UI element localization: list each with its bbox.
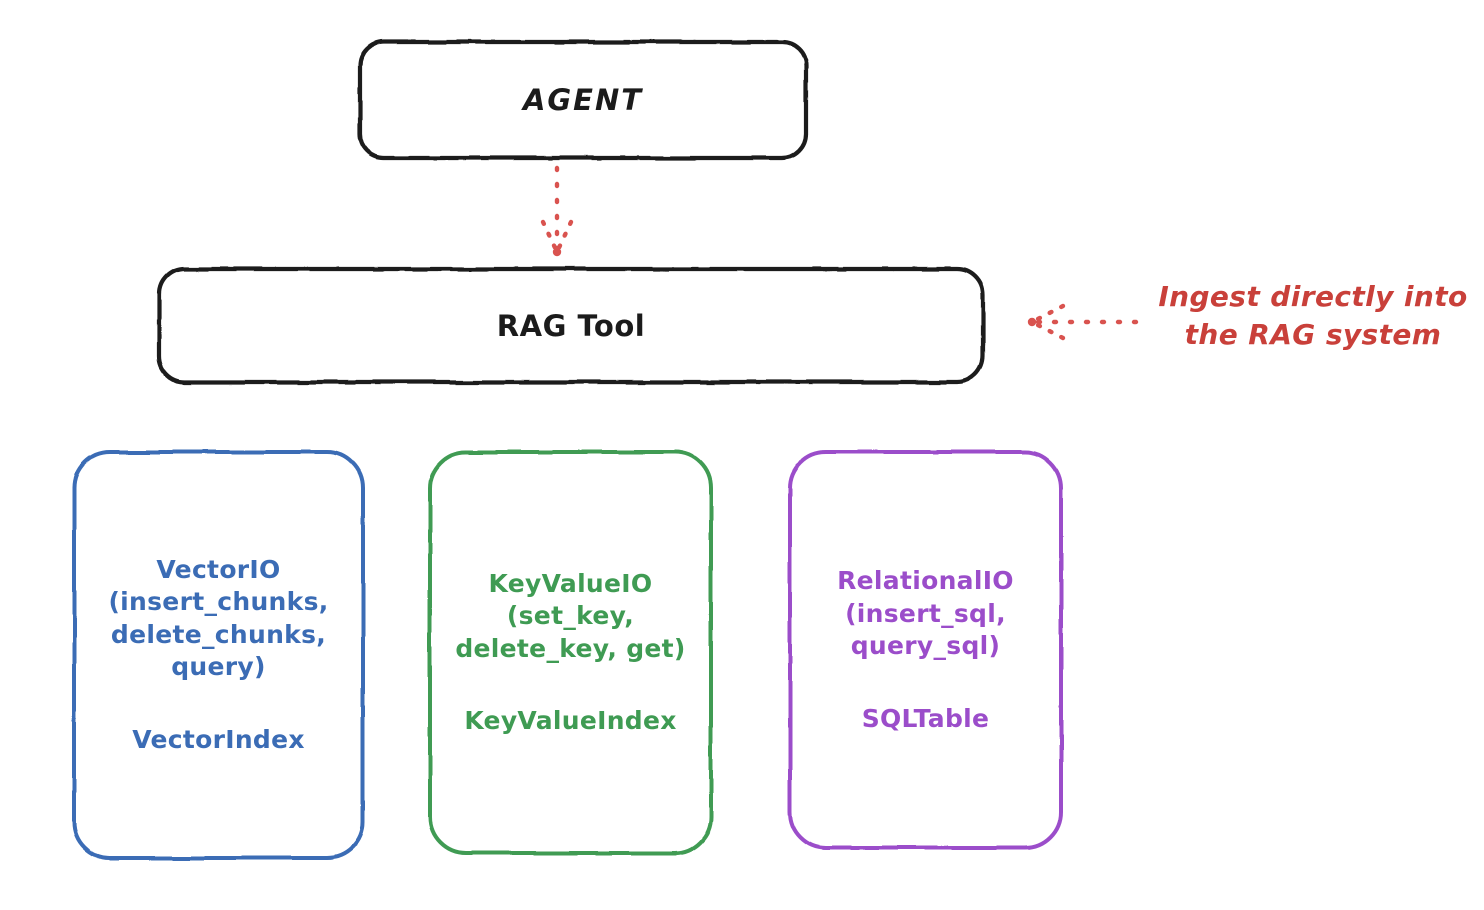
agent-label: AGENT (522, 83, 644, 117)
keyvalueio-box[interactable]: KeyValueIO (set_key, delete_key, get) Ke… (428, 450, 713, 855)
relationalio-box[interactable]: RelationalIO (insert_sql, query_sql) SQL… (788, 450, 1063, 850)
vectorio-box[interactable]: VectorIO (insert_chunks, delete_chunks, … (72, 450, 365, 860)
rag-tool-label: RAG Tool (496, 308, 646, 343)
ingest-annotation-text: Ingest directly into the RAG system (1158, 280, 1468, 351)
relationalio-index-label: SQLTable (861, 703, 990, 733)
keyvalueio-title: KeyValueIO (set_key, delete_key, get) (455, 568, 686, 663)
vectorio-title: VectorIO (insert_chunks, delete_chunks, … (108, 554, 329, 682)
agent-to-rag-connector (540, 165, 574, 257)
ingest-arrow-icon (1027, 303, 1139, 341)
rag-tool-box[interactable]: RAG Tool (157, 267, 985, 384)
relationalio-title: RelationalIO (insert_sql, query_sql) (837, 566, 1014, 660)
agent-box-outline (357, 39, 809, 161)
relationalio-box-outline (788, 450, 1063, 850)
rag-tool-box-outline (156, 266, 986, 385)
agent-box[interactable]: AGENT (358, 40, 808, 160)
keyvalueio-box-outline (428, 450, 713, 855)
keyvalueio-index-label: KeyValueIndex (464, 706, 677, 735)
vectorio-index-label: VectorIndex (132, 724, 305, 754)
vectorio-box-outline (72, 450, 365, 860)
